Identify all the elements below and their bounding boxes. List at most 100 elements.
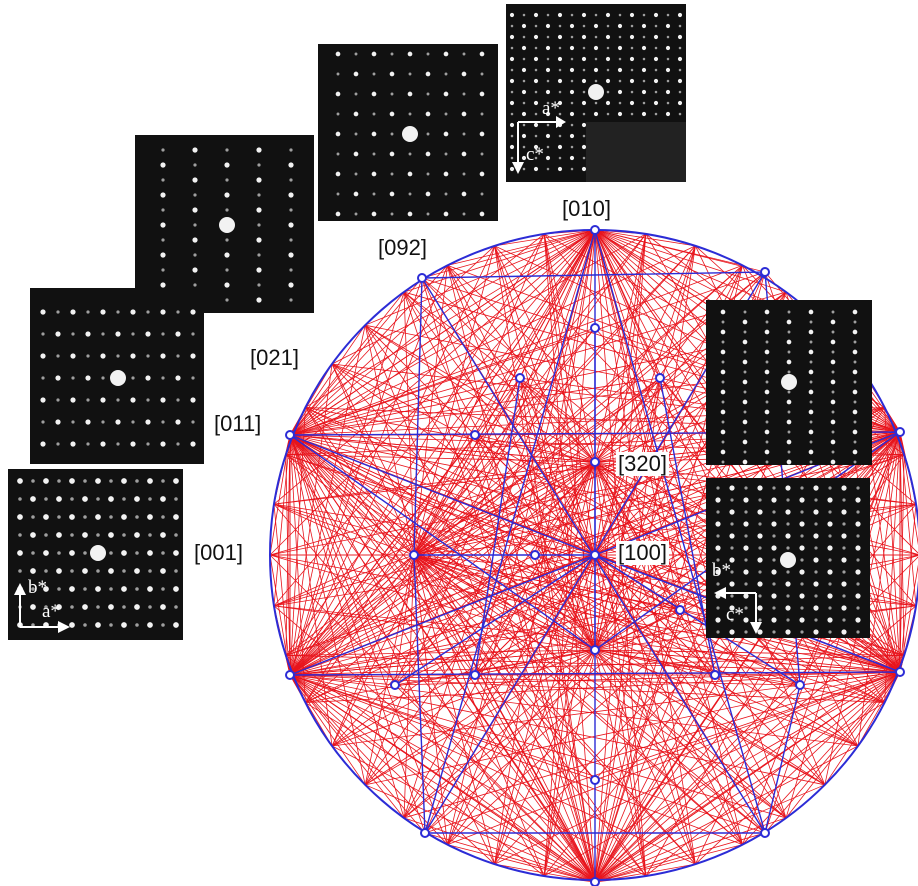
diffraction-spot — [828, 510, 832, 514]
diffraction-spot — [786, 339, 792, 345]
diffraction-spot — [83, 479, 87, 483]
diffraction-spot — [190, 397, 196, 403]
diffraction-spot — [720, 309, 726, 315]
diffraction-spot — [786, 399, 792, 405]
kikuchi-line — [785, 671, 901, 819]
diffraction-spot — [257, 193, 261, 197]
kikuchi-line — [474, 229, 596, 676]
kikuchi-line — [331, 461, 596, 747]
kikuchi-line — [594, 844, 743, 883]
diffraction-spot — [95, 586, 101, 592]
diffraction-spot — [772, 606, 776, 610]
kikuchi-line — [594, 245, 696, 556]
diffraction-spot — [743, 450, 747, 454]
diffraction-spot — [145, 375, 151, 381]
diffraction-spot — [161, 148, 165, 152]
diffraction-spot — [510, 68, 514, 72]
diffraction-spot — [533, 122, 539, 128]
diffraction-spot — [509, 144, 515, 150]
kikuchi-line — [594, 832, 766, 883]
diffraction-spot — [828, 534, 832, 538]
diffraction-spot — [69, 622, 75, 628]
diffraction-pattern — [135, 135, 314, 313]
kikuchi-line — [594, 245, 696, 651]
diffraction-spot — [426, 52, 430, 56]
diffraction-spot — [855, 497, 861, 503]
zone-pole — [760, 828, 770, 838]
diffraction-spot — [96, 605, 100, 609]
diffraction-spot — [582, 24, 586, 28]
diffraction-spot — [43, 514, 49, 520]
kikuchi-line — [289, 674, 743, 845]
diffraction-spot — [18, 533, 22, 537]
diffraction-spot — [800, 558, 804, 562]
diffraction-spot — [743, 617, 749, 623]
diffraction-spot — [176, 442, 180, 446]
kikuchi-line — [331, 363, 596, 883]
kikuchi-line — [285, 454, 596, 556]
kikuchi-line — [289, 245, 495, 436]
diffraction-spot — [190, 353, 196, 359]
diffraction-spot — [389, 191, 395, 197]
diffraction-spot — [115, 419, 121, 425]
zone-label-001: [001] — [192, 540, 245, 565]
diffraction-spot — [828, 606, 832, 610]
diffraction-spot — [426, 212, 430, 216]
diffraction-spot — [480, 192, 484, 196]
diffraction-spot — [780, 552, 796, 568]
c-star-arrow-head — [512, 162, 524, 174]
diffraction-spot — [160, 309, 166, 315]
diffraction-spot — [109, 623, 113, 627]
diffraction-spot — [758, 594, 762, 598]
diffraction-spot — [557, 78, 563, 84]
kikuchi-line — [413, 554, 495, 865]
diffraction-spot — [771, 617, 777, 623]
diffraction-spot — [771, 545, 777, 551]
diffraction-spot — [828, 486, 832, 490]
kikuchi-line — [594, 649, 696, 865]
diffraction-spot — [641, 23, 647, 29]
diffraction-spot — [191, 376, 195, 380]
kikuchi-line — [494, 671, 901, 865]
diffraction-spot — [479, 51, 485, 57]
diffraction-spot — [677, 12, 683, 18]
diffraction-spot — [729, 629, 735, 635]
diffraction-spot — [175, 419, 181, 425]
diffraction-spot — [31, 479, 35, 483]
diffraction-spot — [509, 100, 515, 106]
diffraction-spot — [606, 46, 610, 50]
kikuchi-line — [543, 233, 596, 556]
diffraction-spot — [193, 283, 197, 287]
diffraction-spot — [765, 320, 769, 324]
diffraction-spot — [744, 606, 748, 610]
diffraction-spot — [521, 133, 527, 139]
diffraction-spot — [772, 558, 776, 562]
diffraction-spot — [618, 57, 622, 61]
diffraction-spot — [56, 568, 62, 574]
diffraction-spot — [808, 449, 814, 455]
diffraction-spot — [785, 581, 791, 587]
diffraction-spot — [852, 429, 858, 435]
diffraction-spot — [569, 23, 575, 29]
diffraction-spot — [593, 45, 599, 51]
kikuchi-line — [289, 674, 396, 686]
diffraction-spot — [570, 167, 574, 171]
diffraction-spot — [425, 151, 431, 157]
diffraction-spot — [407, 51, 413, 57]
kikuchi-line — [413, 554, 596, 651]
diffraction-spot — [758, 546, 762, 550]
kikuchi-line — [364, 324, 596, 463]
kikuchi-line — [494, 245, 596, 463]
diffraction-spot — [853, 420, 857, 424]
diffraction-spot — [814, 498, 818, 502]
diffraction-spot — [161, 268, 165, 272]
diffraction-spot — [161, 420, 165, 424]
diffraction-spot — [134, 568, 140, 574]
zone-pole — [590, 457, 600, 467]
diffraction-spot — [145, 419, 151, 425]
diffraction-spot — [814, 546, 818, 550]
kikuchi-line — [289, 655, 905, 676]
diffraction-spot — [743, 521, 749, 527]
diffraction-spot — [808, 369, 814, 375]
